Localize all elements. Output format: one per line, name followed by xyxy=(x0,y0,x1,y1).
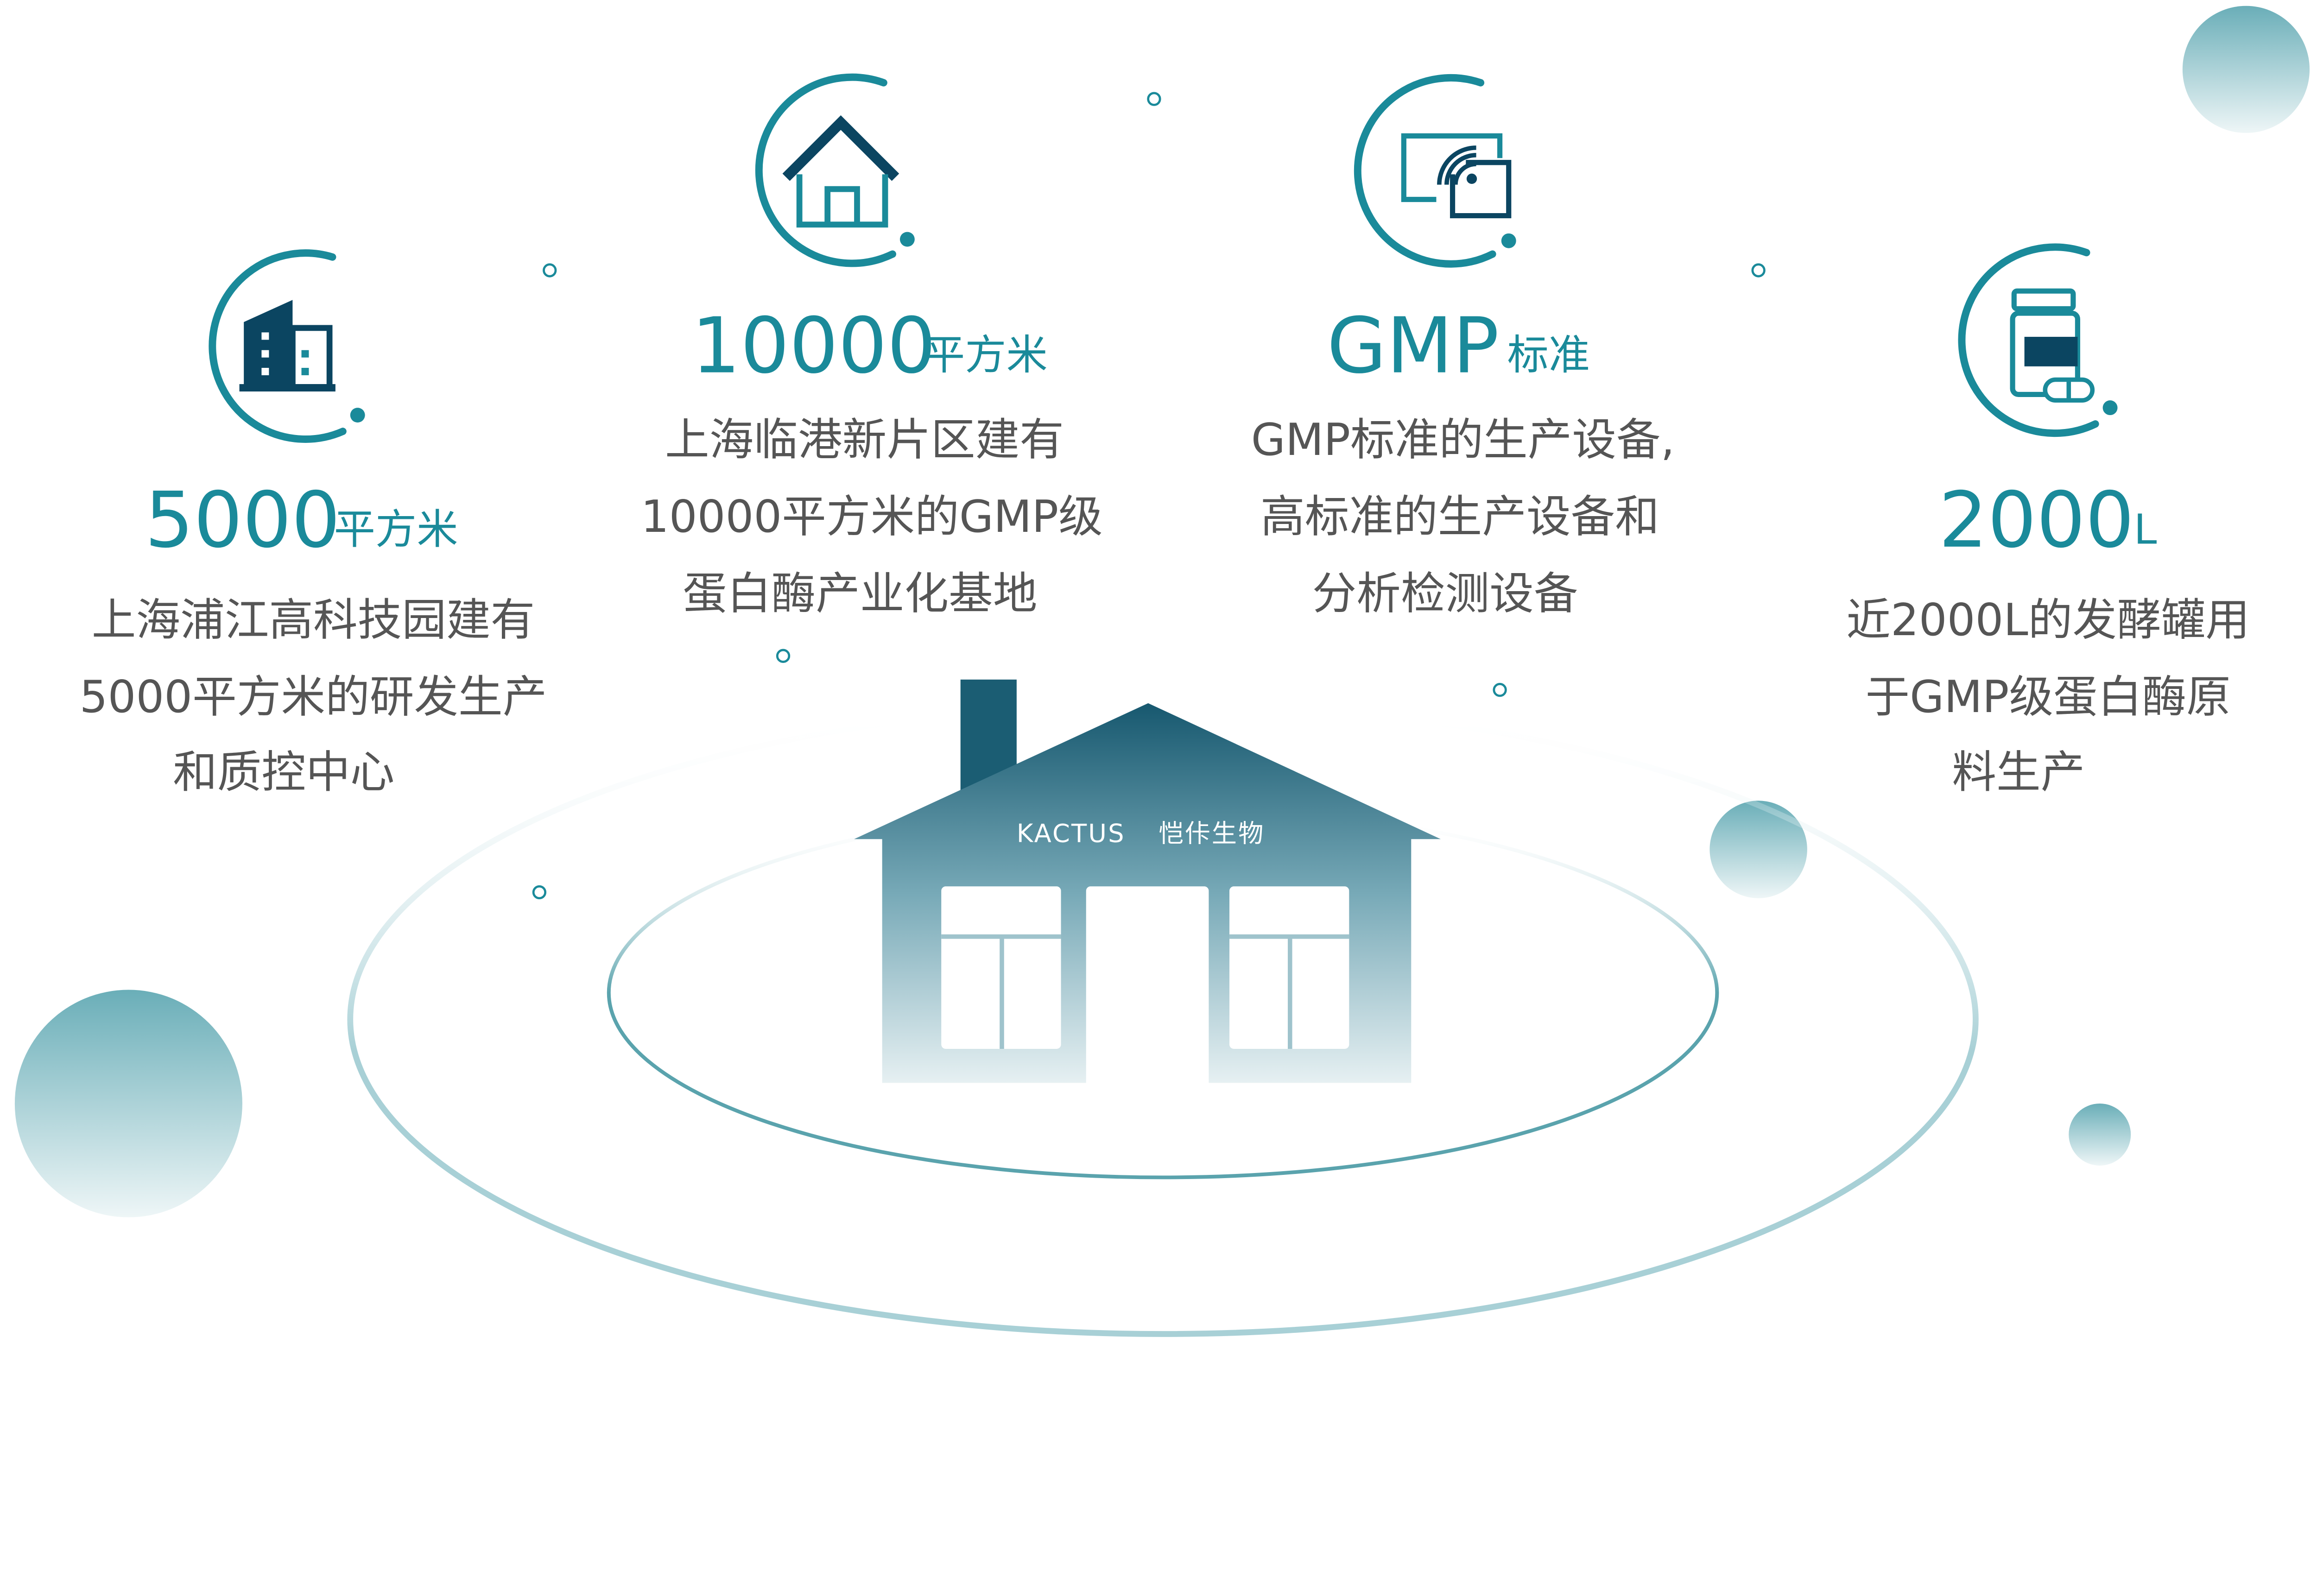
outer-orbit-ring xyxy=(347,701,1979,1337)
feature-desc-line: 料生产 xyxy=(1952,746,2085,798)
feature-desc-line: 5000平方米的研发生产 xyxy=(80,671,547,723)
decor-ball xyxy=(1709,801,1807,898)
building-icon xyxy=(209,249,365,443)
house-icon xyxy=(755,73,915,267)
kactus-facilities-diagram: KACTUS 恺佧生物 5000 平方米 上海浦江高科技园建有 5000平方米的… xyxy=(14,6,2310,1337)
kactus-house: KACTUS 恺佧生物 xyxy=(854,679,1441,1093)
stat-unit: L xyxy=(2134,505,2157,554)
feature-desc-line: 10000平方米的GMP级 xyxy=(641,491,1103,543)
node-markers xyxy=(532,92,1766,1035)
stat-value: 2000 xyxy=(1939,476,2134,565)
feature-fermenter: 2000 L 近2000L的发酵罐用 于GMP级蛋白酶原 料生产 xyxy=(1846,243,2250,798)
stat-unit: 平方米 xyxy=(334,505,458,554)
feature-desc-line: 近2000L的发酵罐用 xyxy=(1846,594,2250,646)
decor-ball xyxy=(2182,6,2310,133)
feature-desc-line: 上海浦江高科技园建有 xyxy=(92,594,535,646)
medicine-bottle-icon xyxy=(1958,243,2118,437)
kactus-logo-text: KACTUS xyxy=(1017,819,1126,848)
feature-desc-line: 蛋白酶产业化基地 xyxy=(683,568,1037,619)
feature-desc-line: 和质控中心 xyxy=(173,746,394,798)
stat-unit: 平方米 xyxy=(924,331,1048,379)
stat-value: 5000 xyxy=(145,476,341,565)
stat-value: 10000 xyxy=(691,302,936,391)
feature-gmp-equipment: GMP 标准 GMP标准的生产设备, 高标准的生产设备和 分析检测设备 xyxy=(1251,74,1675,619)
feature-desc-line: 高标准的生产设备和 xyxy=(1260,491,1659,543)
kactus-logo-cn: 恺佧生物 xyxy=(1158,819,1265,848)
feature-desc-line: 上海临港新片区建有 xyxy=(665,414,1064,466)
feature-desc-line: GMP标准的生产设备, xyxy=(1251,414,1675,466)
feature-desc-line: 分析检测设备 xyxy=(1312,568,1578,619)
stat-value: GMP xyxy=(1327,302,1500,391)
stat-unit: 标准 xyxy=(1507,331,1590,379)
door xyxy=(1086,886,1209,1093)
feature-rd-center: 5000 平方米 上海浦江高科技园建有 5000平方米的研发生产 和质控中心 xyxy=(80,249,547,798)
decor-ball xyxy=(14,990,242,1218)
wireless-device-icon xyxy=(1354,74,1516,268)
feature-gmp-base: 10000 平方米 上海临港新片区建有 10000平方米的GMP级 蛋白酶产业化… xyxy=(641,73,1103,619)
decor-ball xyxy=(2069,1104,2131,1166)
feature-desc-line: 于GMP级蛋白酶原 xyxy=(1865,671,2230,723)
